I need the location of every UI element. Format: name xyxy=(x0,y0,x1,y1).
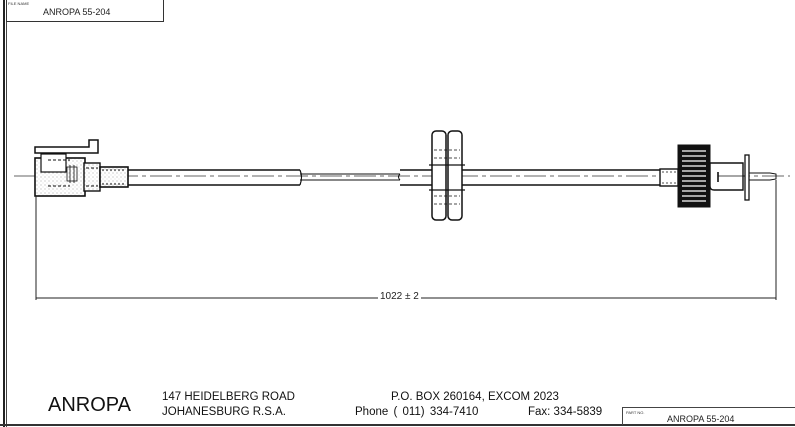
address-line-2: JOHANESBURG R.S.A. xyxy=(162,406,286,418)
length-dimension-label: 1022 ± 2 xyxy=(378,291,421,302)
address-line-1: 147 HEIDELBERG ROAD xyxy=(162,391,295,403)
connector-end xyxy=(34,139,129,197)
border-line-bottom xyxy=(0,424,795,426)
file-name-box: FILE NAME ANROPA 55-204 xyxy=(6,0,164,22)
outer-casing-right xyxy=(462,169,660,186)
part-number-value: ANROPA 55-204 xyxy=(667,414,735,424)
grommet xyxy=(398,130,465,221)
knurled-nut xyxy=(659,144,711,208)
border-line-left xyxy=(3,0,5,427)
drive-tip xyxy=(709,154,777,201)
file-name-label: FILE NAME xyxy=(8,1,30,6)
part-number-label: PART NO. xyxy=(626,410,645,415)
file-name-value: ANROPA 55-204 xyxy=(43,7,111,17)
border-line-left-inner xyxy=(6,0,7,427)
company-name: ANROPA xyxy=(48,394,131,416)
fax-number: Fax: 334-5839 xyxy=(528,406,603,418)
phone-number: Phone ( 011) 334-7410 xyxy=(355,406,479,418)
po-box: P.O. BOX 260164, EXCOM 2023 xyxy=(391,391,559,403)
part-number-box: PART NO. ANROPA 55-204 xyxy=(622,407,795,425)
outer-casing-left xyxy=(128,169,400,186)
overall-length-dimension xyxy=(35,180,777,300)
